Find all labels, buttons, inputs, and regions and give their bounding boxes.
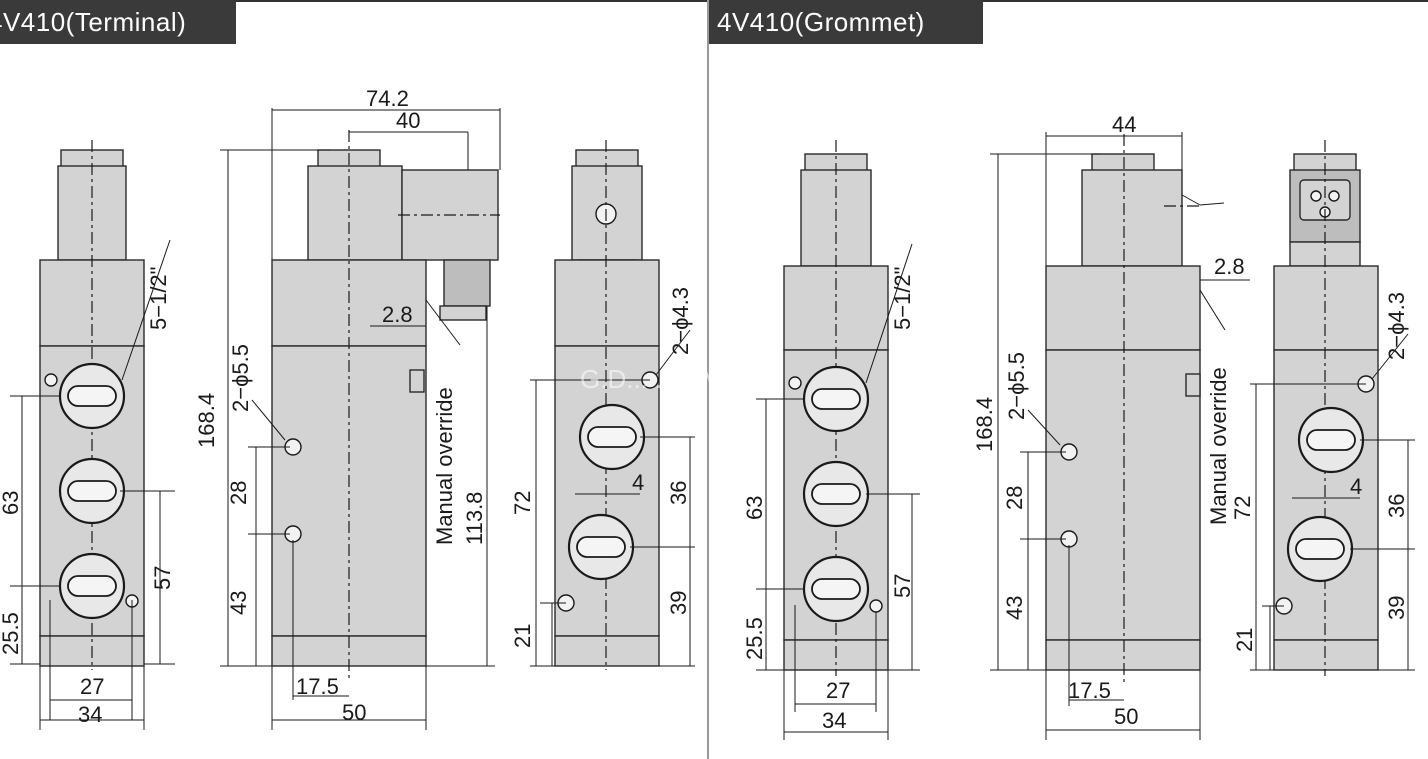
grommet-dim-39: 39 — [1384, 596, 1409, 620]
grommet-dim-34: 34 — [822, 708, 846, 733]
terminal-dim-168-4: 168.4 — [194, 393, 219, 448]
grommet-dim-50: 50 — [1114, 704, 1138, 729]
grommet-end-view — [1250, 140, 1415, 676]
grommet-dim-2-8: 2.8 — [1214, 254, 1245, 279]
terminal-hole-4-3-label: 2−ϕ4.3 — [668, 287, 693, 355]
terminal-header: 4V410(Terminal) — [0, 0, 236, 44]
grommet-header: 4V410(Grommet) — [709, 0, 983, 44]
grommet-dim-168-4: 168.4 — [972, 397, 997, 452]
terminal-dim-43: 43 — [226, 591, 251, 615]
grommet-hole-5-5-label: 2−ϕ5.5 — [1004, 352, 1029, 420]
terminal-dim-28: 28 — [226, 481, 251, 505]
terminal-dim-34: 34 — [78, 702, 102, 727]
terminal-dim-17-5: 17.5 — [296, 674, 339, 699]
terminal-dim-57: 57 — [150, 566, 175, 590]
grommet-dim-44: 44 — [1112, 112, 1136, 137]
terminal-manual-override: Manual override — [432, 387, 457, 545]
terminal-dim-40: 40 — [396, 108, 420, 133]
terminal-dim-39: 39 — [666, 591, 691, 615]
terminal-end-view — [530, 140, 695, 670]
terminal-hole-5-5-label: 2−ϕ5.5 — [228, 344, 253, 412]
grommet-dim-43: 43 — [1002, 596, 1027, 620]
terminal-dim-21: 21 — [510, 624, 535, 648]
grommet-thread-label: 5−1/2" — [890, 267, 915, 330]
terminal-dim-4: 4 — [632, 470, 644, 495]
grommet-dim-63: 63 — [742, 496, 767, 520]
grommet-manual-override: Manual override — [1206, 367, 1231, 525]
grommet-dim-57: 57 — [890, 574, 915, 598]
grommet-dim-27: 27 — [826, 678, 850, 703]
terminal-dim-36: 36 — [666, 481, 691, 505]
terminal-dim-50: 50 — [342, 700, 366, 725]
terminal-dim-63: 63 — [0, 491, 23, 515]
panel-divider — [707, 0, 709, 759]
grommet-dim-4: 4 — [1350, 474, 1362, 499]
grommet-dim-21: 21 — [1232, 628, 1257, 652]
terminal-dim-25-5: 25.5 — [0, 612, 23, 655]
terminal-dim-74-2: 74.2 — [366, 86, 409, 111]
terminal-side-view — [220, 108, 501, 730]
grommet-dim-25-5: 25.5 — [742, 617, 767, 660]
terminal-dim-2-8: 2.8 — [382, 302, 413, 327]
terminal-dim-27: 27 — [80, 674, 104, 699]
grommet-dim-72: 72 — [1230, 496, 1255, 520]
grommet-side-view — [990, 132, 1250, 740]
grommet-front-view — [756, 140, 920, 740]
terminal-front-view — [10, 140, 175, 730]
grommet-hole-4-3-label: 2−ϕ4.3 — [1384, 292, 1409, 360]
terminal-dim-113-8: 113.8 — [462, 492, 487, 545]
grommet-dim-36: 36 — [1384, 494, 1409, 518]
terminal-dim-72: 72 — [510, 491, 535, 515]
grommet-dim-28: 28 — [1002, 486, 1027, 510]
grommet-dim-17-5: 17.5 — [1068, 678, 1111, 703]
watermark: G.D... .COM — [580, 364, 723, 394]
terminal-thread-label: 5−1/2" — [146, 267, 171, 330]
